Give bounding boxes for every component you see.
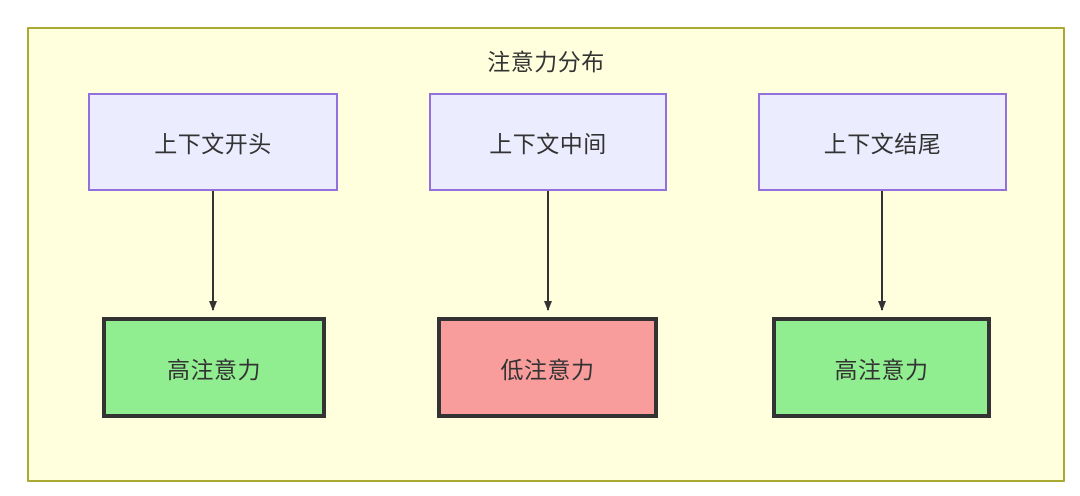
- node-label: 高注意力: [167, 356, 261, 383]
- node-attention-end[interactable]: 高注意力: [772, 317, 991, 418]
- node-attention-start[interactable]: 高注意力: [102, 317, 326, 418]
- node-label: 上下文中间: [489, 131, 607, 157]
- node-label: 上下文结尾: [823, 131, 942, 157]
- subgraph-title: 注意力分布: [487, 49, 605, 75]
- node-context-end[interactable]: 上下文结尾: [758, 93, 1007, 191]
- node-label: 高注意力: [834, 356, 929, 383]
- node-context-middle[interactable]: 上下文中间: [429, 93, 667, 191]
- node-label: 低注意力: [500, 356, 595, 383]
- node-attention-middle[interactable]: 低注意力: [437, 317, 658, 418]
- node-label: 上下文开头: [154, 131, 272, 157]
- node-context-start[interactable]: 上下文开头: [88, 93, 338, 191]
